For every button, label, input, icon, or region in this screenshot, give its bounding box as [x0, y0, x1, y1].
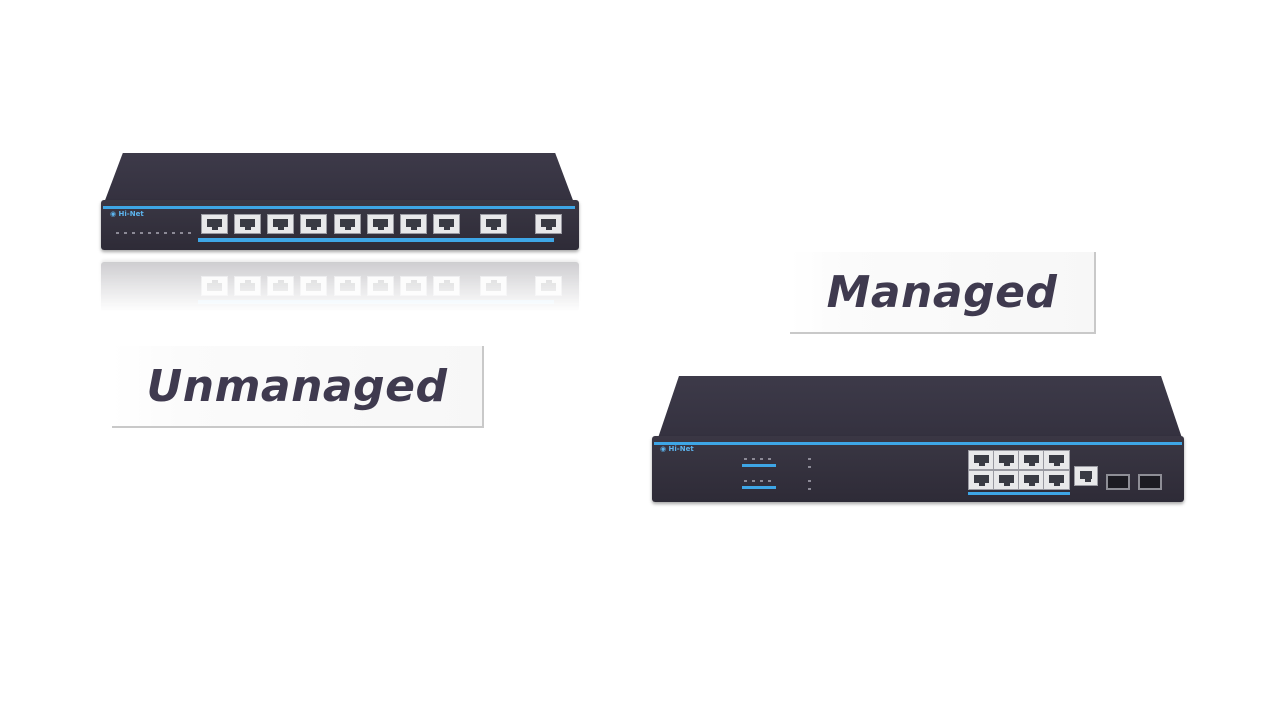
managed-label: Managed	[826, 266, 1058, 318]
managed-logo-icon: ◉ Hi-Net	[660, 445, 694, 453]
managed-port-strip	[968, 492, 1070, 495]
managed-label-card: Managed	[790, 252, 1096, 334]
managed-switch-front	[652, 436, 1184, 502]
managed-port-3	[1018, 450, 1045, 470]
managed-switch-top	[658, 376, 1182, 438]
unmanaged-port-9	[480, 214, 507, 234]
managed-sfp-slot-2	[1138, 474, 1162, 490]
unmanaged-port-2	[234, 214, 261, 234]
unmanaged-port-8	[433, 214, 460, 234]
unmanaged-bottom-strip	[198, 238, 554, 242]
unmanaged-top-strip	[103, 206, 575, 209]
managed-port-5	[968, 470, 995, 490]
managed-port-2	[993, 450, 1020, 470]
unmanaged-port-3	[267, 214, 294, 234]
managed-switch: ◉ Hi-Net	[650, 374, 1190, 506]
managed-port-8	[1043, 470, 1070, 490]
unmanaged-port-1	[201, 214, 228, 234]
unmanaged-port-10	[535, 214, 562, 234]
managed-port-1	[968, 450, 995, 470]
unmanaged-port-6	[367, 214, 394, 234]
managed-top-strip	[654, 442, 1182, 445]
managed-port-6	[993, 470, 1020, 490]
unmanaged-label-card: Unmanaged	[112, 346, 484, 428]
unmanaged-port-4	[300, 214, 327, 234]
unmanaged-logo-icon: ◉ Hi-Net	[110, 210, 144, 218]
unmanaged-switch-top	[104, 153, 574, 203]
managed-port-4	[1043, 450, 1070, 470]
managed-port-7	[1018, 470, 1045, 490]
unmanaged-switch: ◉ Hi-Net	[98, 150, 584, 255]
managed-console-port	[1074, 466, 1098, 486]
unmanaged-port-7	[400, 214, 427, 234]
unmanaged-port-5	[334, 214, 361, 234]
unmanaged-switch-reflection	[98, 252, 584, 312]
managed-sfp-slot-1	[1106, 474, 1130, 490]
unmanaged-label: Unmanaged	[146, 360, 448, 412]
